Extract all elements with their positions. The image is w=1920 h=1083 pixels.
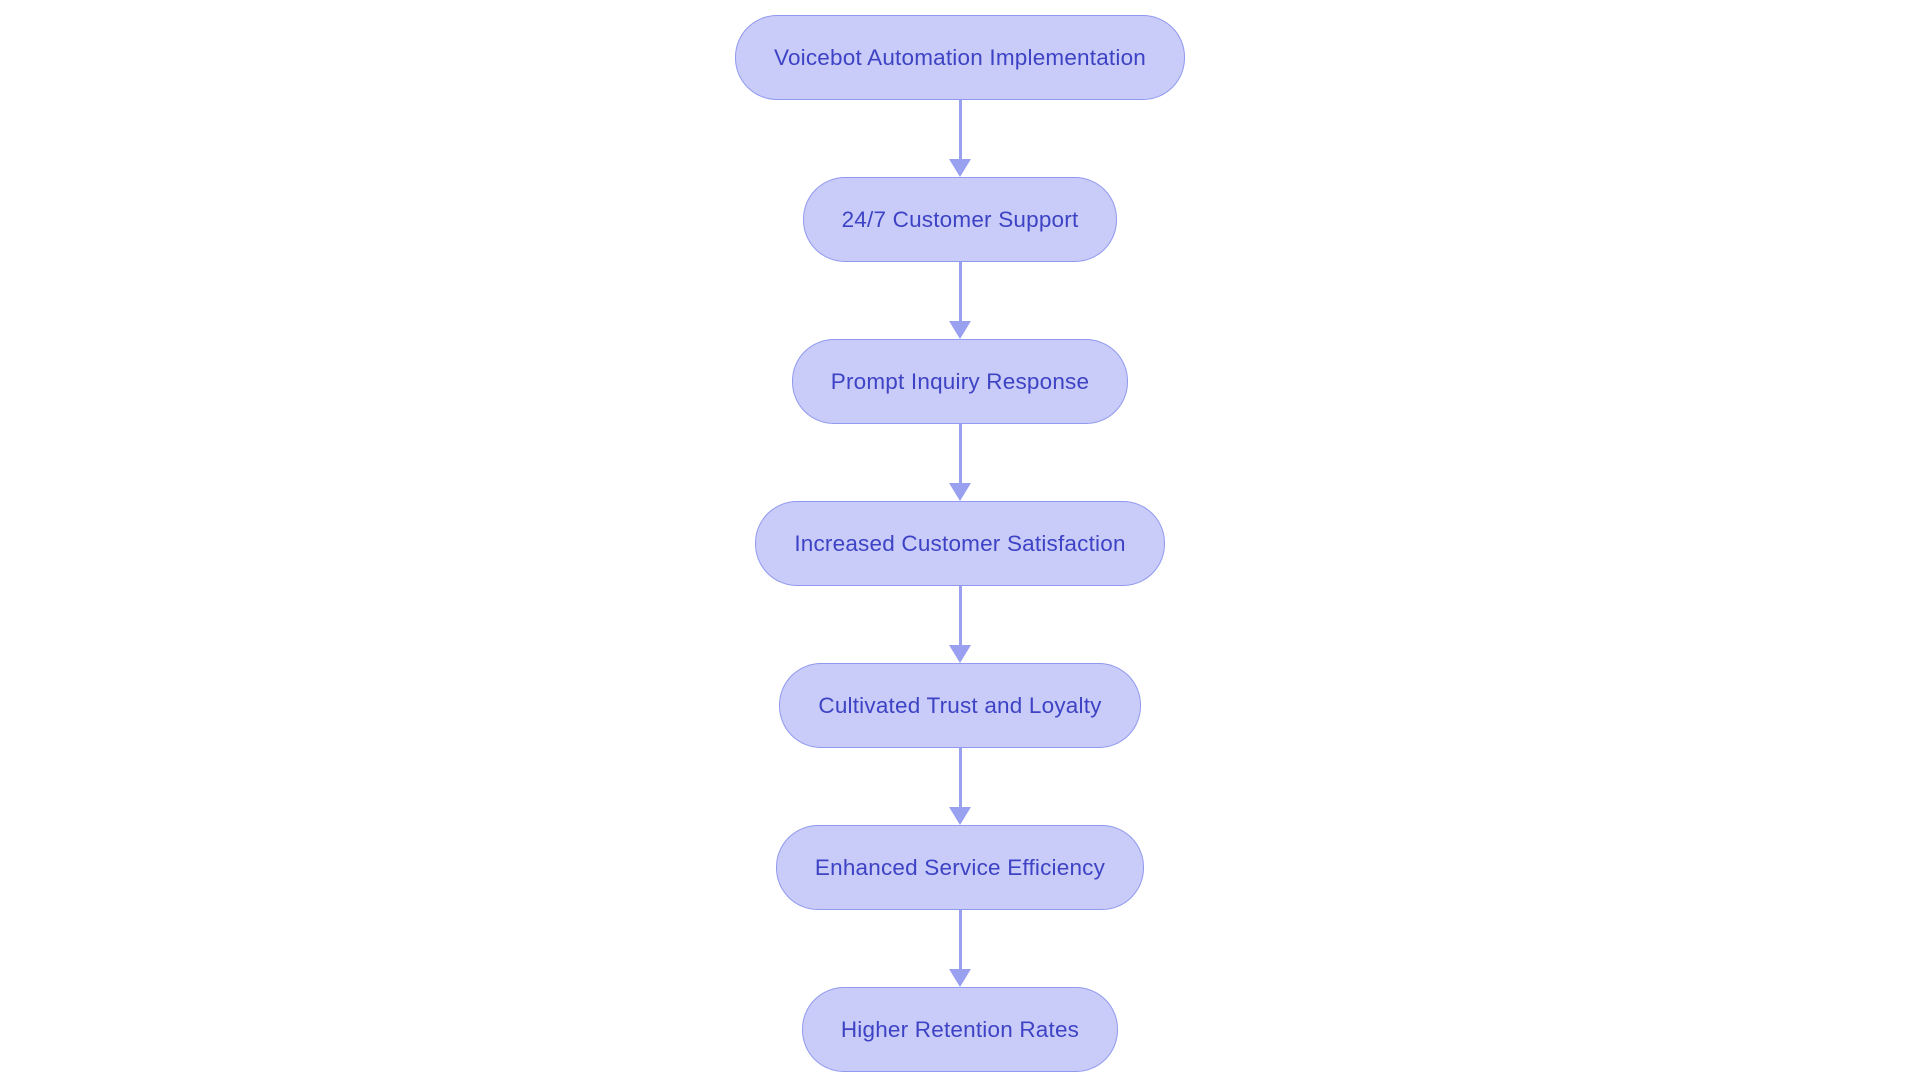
flow-node-label: Cultivated Trust and Loyalty (818, 692, 1102, 718)
flow-node-label: Voicebot Automation Implementation (773, 44, 1147, 70)
flow-arrow (948, 748, 972, 825)
flow-arrow (948, 910, 972, 987)
flow-arrow (948, 100, 972, 177)
arrow-head-icon (949, 321, 971, 339)
flow-node-label: Enhanced Service Efficiency (814, 854, 1106, 880)
flow-node-prompt-inquiry-response: Prompt Inquiry Response (791, 339, 1129, 424)
arrow-head-icon (949, 483, 971, 501)
flow-node-voicebot-automation-implementation: Voicebot Automation Implementation (734, 15, 1186, 100)
arrow-head-icon (949, 969, 971, 987)
arrow-line (958, 424, 962, 484)
flow-node-label: Increased Customer Satisfaction (794, 530, 1126, 556)
flow-node-increased-customer-satisfaction: Increased Customer Satisfaction (755, 501, 1165, 586)
flow-node-cultivated-trust-and-loyalty: Cultivated Trust and Loyalty (779, 663, 1141, 748)
flow-node-label: Higher Retention Rates (840, 1016, 1080, 1042)
flow-arrow (948, 586, 972, 663)
flow-arrow (948, 262, 972, 339)
arrow-head-icon (949, 159, 971, 177)
flow-arrow (948, 424, 972, 501)
arrow-head-icon (949, 645, 971, 663)
arrow-line (958, 262, 962, 322)
flow-node-higher-retention-rates: Higher Retention Rates (801, 987, 1119, 1072)
flow-node-customer-support: 24/7 Customer Support (802, 177, 1118, 262)
flow-node-label: 24/7 Customer Support (841, 206, 1079, 232)
arrow-line (958, 100, 962, 160)
flow-node-label: Prompt Inquiry Response (830, 368, 1090, 394)
arrow-line (958, 748, 962, 808)
flow-node-enhanced-service-efficiency: Enhanced Service Efficiency (775, 825, 1145, 910)
arrow-line (958, 910, 962, 970)
arrow-head-icon (949, 807, 971, 825)
arrow-line (958, 586, 962, 646)
